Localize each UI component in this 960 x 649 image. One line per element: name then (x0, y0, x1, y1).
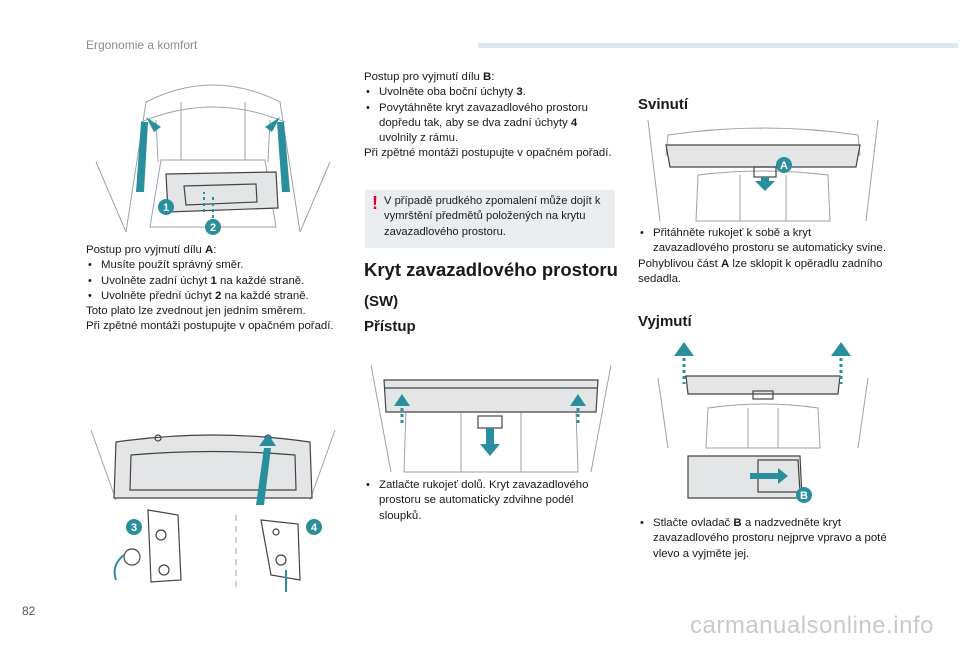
col2-bullets: Uvolněte oba boční úchyty 3. Povytáhněte… (364, 85, 616, 146)
heading-trunk-cover: Kryt zavazadlového prostoru (364, 259, 618, 280)
list-item: Uvolněte zadní úchyt 1 na každé straně. (86, 274, 341, 290)
heading-access: Přístup (364, 318, 416, 335)
list-item: Zatlačte rukojeť dolů. Kryt zavazadlovéh… (364, 478, 616, 524)
warning-box: ! V případě prudkého zpomalení může dojí… (365, 190, 615, 248)
badge-a (776, 157, 792, 173)
page-number: 82 (22, 604, 36, 618)
list-item: Stlačte ovladač B a nadzvedněte kryt zav… (638, 516, 888, 562)
warning-icon: ! (372, 193, 378, 213)
removal-text: Stlačte ovladač B a nadzvedněte kryt zav… (638, 516, 888, 562)
col1-para1: Toto plato lze zvednout jen jedním směre… (86, 305, 306, 318)
list-item: Povytáhněte kryt zavazadlového prostoru … (364, 101, 616, 147)
badge-4-label: 4 (311, 522, 318, 534)
illustration-rollup: A (647, 119, 879, 222)
list-item: Přitáhněte rukojeť k sobě a kryt zavazad… (638, 226, 888, 257)
badge-b-label: B (800, 490, 808, 502)
header-bar (478, 43, 958, 48)
illustration-removal: B (657, 342, 869, 503)
subheading-sw: (SW) (364, 293, 399, 310)
heading-rollup: Svinutí (638, 96, 689, 113)
rollup-text: Přitáhněte rukojeť k sobě a kryt zavazad… (638, 226, 888, 287)
illustration-access (370, 364, 612, 473)
badge-a-label: A (780, 160, 788, 172)
badge-3 (126, 519, 142, 535)
col1-para2: Při zpětné montáži postupujte v opačném … (86, 320, 334, 333)
heading-removal: Vyjmutí (638, 313, 692, 330)
badge-2 (205, 219, 221, 235)
badge-4 (306, 519, 322, 535)
badge-3-label: 3 (131, 522, 137, 534)
col1-text: Postup pro vyjmutí dílu A: Musíte použít… (86, 243, 341, 335)
rollup-para: Pohyblivou část A lze sklopit k opěradlu… (638, 257, 883, 285)
col2-intro: Postup pro vyjmutí dílu B: (364, 71, 495, 83)
badge-1-label: 1 (163, 202, 169, 214)
badge-2-label: 2 (210, 222, 216, 234)
list-item: Uvolněte přední úchyt 2 na každé straně. (86, 289, 341, 305)
warning-text: V případě prudkého zpomalení může dojít … (384, 195, 601, 238)
list-item: Musíte použít správný směr. (86, 258, 341, 274)
badge-1 (158, 199, 174, 215)
illustration-cover-fixings: 3 4 (90, 429, 336, 592)
section-header: Ergonomie a komfort (86, 38, 198, 52)
col1-bullets: Musíte použít správný směr. Uvolněte zad… (86, 258, 341, 304)
col2-para: Při zpětné montáži postupujte v opačném … (364, 147, 612, 160)
badge-b (796, 487, 812, 503)
list-item: Uvolněte oba boční úchyty 3. (364, 85, 616, 101)
col1-intro: Postup pro vyjmutí dílu A: (86, 244, 217, 256)
illustration-shelf-removal: 1 2 (95, 84, 331, 235)
watermark: carmanualsonline.info (690, 612, 934, 639)
access-text: Zatlačte rukojeť dolů. Kryt zavazadlovéh… (364, 478, 616, 524)
col2-text: Postup pro vyjmutí dílu B: Uvolněte oba … (364, 70, 616, 162)
